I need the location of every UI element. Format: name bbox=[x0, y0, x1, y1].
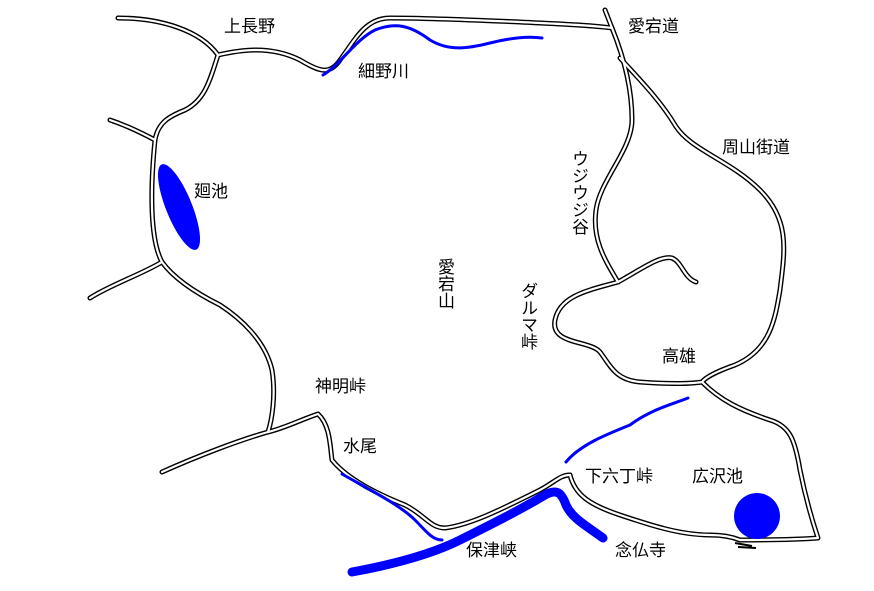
meguri-pond bbox=[157, 164, 201, 250]
label-takao: 高雄 bbox=[662, 347, 696, 367]
label-ujiujidani: ウジウジ谷 bbox=[568, 150, 589, 235]
label-shuzankaido: 周山街道 bbox=[722, 138, 790, 158]
label-hirosawaike: 広沢池 bbox=[692, 467, 743, 487]
waterways bbox=[157, 24, 780, 577]
road-network bbox=[90, 10, 818, 540]
label-mizuo: 水尾 bbox=[343, 437, 377, 457]
label-atagomichi: 愛宕道 bbox=[628, 17, 679, 37]
label-atagoyama: 愛宕山 bbox=[434, 258, 455, 309]
hosono-river bbox=[321, 24, 544, 77]
mizuo-stream bbox=[340, 472, 444, 542]
label-darumatouge: ダルマ峠 bbox=[517, 282, 537, 350]
label-kaminagano: 上長野 bbox=[224, 17, 275, 37]
label-nenbutsuji: 念仏寺 bbox=[615, 540, 666, 561]
label-meguriike: 廻池 bbox=[194, 182, 228, 202]
label-hosonogawa: 細野川 bbox=[358, 62, 409, 82]
hozu-river bbox=[347, 487, 608, 577]
junction-marker bbox=[734, 542, 757, 549]
upper-stream-east bbox=[564, 396, 690, 464]
label-shinmyotouge: 神明峠 bbox=[315, 377, 366, 397]
label-hozukyo: 保津峡 bbox=[466, 541, 517, 561]
place-labels: 上長野 愛宕道 細野川 周山街道 廻池 ウジウジ谷 愛宕山 ダルマ峠 高雄 神明… bbox=[194, 17, 790, 561]
label-shimorokuchotouge: 下六丁峠 bbox=[585, 467, 653, 487]
hirosawa-pond bbox=[734, 493, 780, 539]
